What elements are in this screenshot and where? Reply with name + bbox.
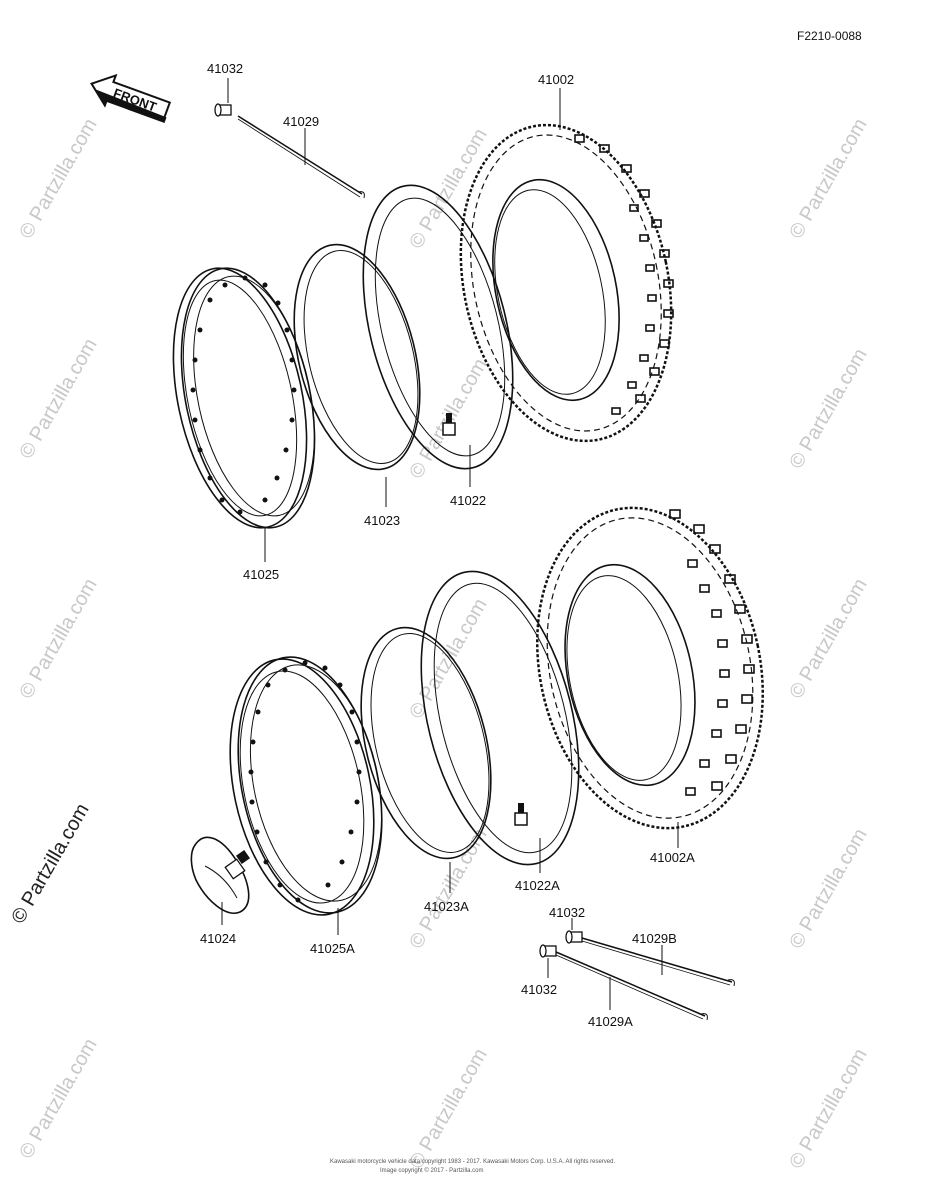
rim-41025 (172, 267, 316, 529)
watermark-5: © Partzilla.com (405, 125, 491, 253)
valve-stem-icon-bottom (514, 803, 528, 826)
label-41023: 41023 (364, 513, 400, 528)
watermark-1: © Partzilla.com (15, 115, 101, 243)
front-arrow-icon: FRONT (90, 73, 172, 123)
watermark-11: © Partzilla.com (785, 575, 871, 703)
leader-lines (221, 78, 679, 1010)
watermark-12: © Partzilla.com (785, 825, 871, 953)
label-41029A: 41029A (588, 1014, 633, 1029)
rim-band-41023 (293, 243, 421, 471)
watermark-2: © Partzilla.com (15, 335, 101, 463)
nipple-41032-r2 (539, 944, 557, 958)
rim-band-41023A (360, 626, 492, 860)
tire-41002A-tread (669, 509, 755, 796)
watermark-3: © Partzilla.com (15, 575, 101, 703)
rim-41025-spoke-holes (190, 275, 297, 515)
label-41025: 41025 (243, 567, 279, 582)
label-41002: 41002 (538, 72, 574, 87)
label-41022A: 41022A (515, 878, 560, 893)
spoke-41029 (237, 115, 365, 199)
label-41029B: 41029B (632, 931, 677, 946)
label-41023A: 41023A (424, 899, 469, 914)
figure-code: F2210-0088 (797, 29, 862, 43)
tube-41022 (362, 184, 514, 470)
nipple-41032-top (214, 103, 232, 117)
spoke-41029A (555, 951, 708, 1021)
watermark-13: © Partzilla.com (785, 1045, 871, 1173)
nipple-41032-r1 (565, 930, 583, 944)
valve-stem-icon (442, 413, 456, 436)
tire-41002A (536, 506, 764, 830)
watermark-7: © Partzilla.com (405, 595, 491, 723)
rim-41025A-spoke-holes (248, 660, 362, 903)
watermark-4: © Partzilla.com (15, 1035, 101, 1163)
watermark-8: © Partzilla.com (405, 825, 491, 953)
label-41029: 41029 (283, 114, 319, 129)
label-41032-r2: 41032 (521, 982, 557, 997)
copyright-line-1: Kawasaki motorcycle vehicle data copyrig… (330, 1159, 615, 1165)
watermark-14: © Partzilla.com (405, 1045, 491, 1173)
label-41032-r1: 41032 (549, 905, 585, 920)
rim-lock-41024 (190, 836, 250, 914)
spoke-41029B (581, 937, 735, 987)
watermark-9: © Partzilla.com (785, 115, 871, 243)
watermark-10: © Partzilla.com (785, 345, 871, 473)
label-41024: 41024 (200, 931, 236, 946)
tire-41002-tread (574, 134, 674, 415)
rim-41025A (229, 656, 383, 916)
part-labels: 41032 41029 41002 41022 41023 41025 4102… (200, 61, 695, 1029)
tire-41002 (459, 123, 674, 443)
label-41025A: 41025A (310, 941, 355, 956)
label-41032-top: 41032 (207, 61, 243, 76)
copyright-line-2: Image copyright © 2017 - Partzilla.com (380, 1167, 483, 1174)
label-41022: 41022 (450, 493, 486, 508)
label-41002A: 41002A (650, 850, 695, 865)
tube-41022A (420, 570, 580, 866)
watermark-15: © Partzilla.com (7, 800, 93, 928)
